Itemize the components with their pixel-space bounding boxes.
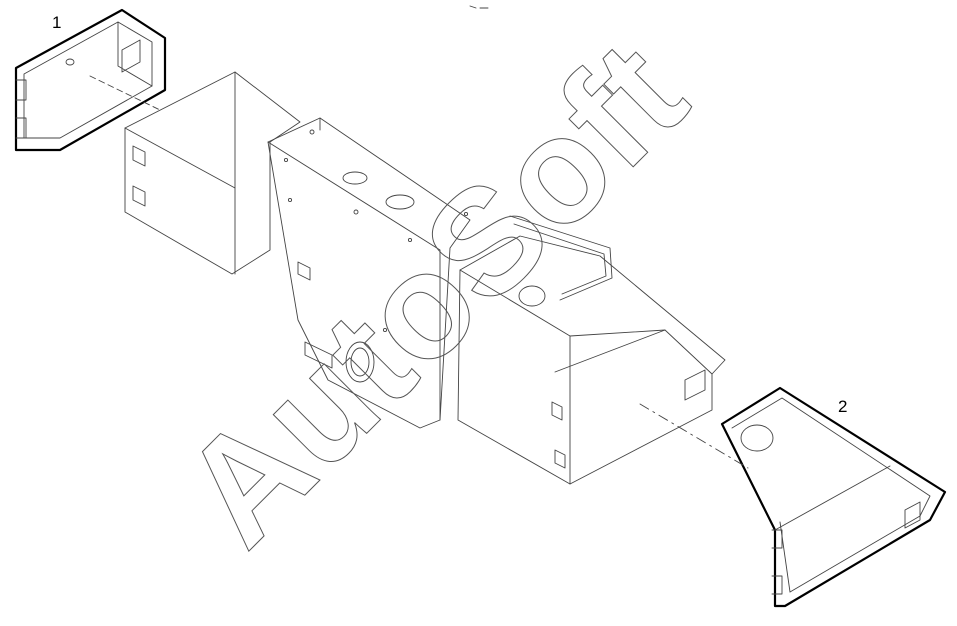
callout-1: 1 xyxy=(52,13,61,32)
frame-assembly xyxy=(124,71,726,485)
cover-part-1 xyxy=(14,8,167,152)
cover-part-2 xyxy=(720,386,947,608)
leader-line-2 xyxy=(639,403,749,469)
callout-2: 2 xyxy=(838,397,847,416)
top-mark xyxy=(469,5,489,9)
leader-line-1 xyxy=(89,75,161,111)
